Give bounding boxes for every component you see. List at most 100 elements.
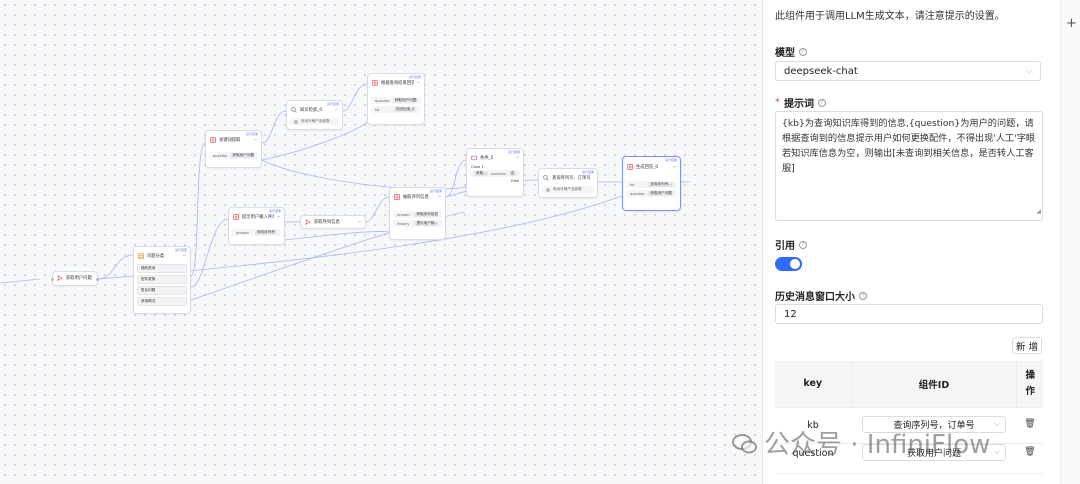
param-value: 获取用户问题	[648, 191, 673, 196]
param-value: 提示用户输…	[414, 221, 438, 226]
run-result-badge[interactable]: 运行结果	[664, 158, 677, 162]
history-size-input[interactable]: 12	[775, 304, 1043, 324]
node-get-serial[interactable]: 获取序列信息 ···	[300, 215, 366, 229]
category-item[interactable]: 售后问题	[137, 286, 187, 295]
help-icon[interactable]: ?	[799, 47, 807, 56]
param-key: answer	[236, 230, 249, 235]
run-result-badge[interactable]: 运行结果	[326, 102, 339, 106]
more-icon[interactable]: ···	[334, 107, 339, 113]
more-icon[interactable]: ···	[276, 214, 281, 220]
component-value: 查询序列号，订单号	[893, 420, 975, 431]
param-key: question	[375, 98, 390, 103]
watermark-text: 公众号 · InfiniFlow	[764, 430, 991, 460]
node-title: 提示用户输入序列号…	[242, 215, 274, 220]
prompt-label: * 提示词?	[775, 95, 826, 110]
param-value: 获取用户问题	[230, 153, 254, 158]
send-icon	[57, 275, 63, 281]
edge	[190, 142, 206, 277]
node-title: 获取用户问题	[66, 276, 92, 281]
quote-toggle[interactable]	[775, 257, 802, 271]
help-icon[interactable]: ?	[799, 240, 807, 249]
list-icon	[138, 253, 144, 259]
required-mark: *	[775, 97, 780, 108]
condition-value: 否	[508, 171, 516, 176]
model-value: deepseek-chat	[784, 65, 858, 77]
grid-icon	[372, 80, 378, 86]
run-result-badge[interactable]: 运行结果	[408, 75, 421, 79]
run-result-badge[interactable]: 运行结果	[429, 189, 442, 193]
flow-canvas[interactable]: 获取用户问题 运行结果 问题分类 ··· 随机查询 配件更换 售后问题 其他情况…	[0, 0, 762, 484]
help-icon[interactable]: ?	[818, 98, 826, 107]
resize-handle-icon[interactable]: ◢	[1036, 208, 1041, 215]
edge	[342, 83, 368, 112]
prompt-textarea[interactable]: {kb}为查询知识库得到的信息,{question}为用户的问题，请根据查询到的…	[775, 111, 1043, 221]
node-title: 关键词提取	[219, 138, 241, 143]
model-select[interactable]: deepseek-chat⌵	[775, 61, 1041, 81]
prompt-label-text: 提示词	[784, 99, 814, 110]
param-value: 获取用户问题	[392, 98, 417, 103]
edge	[261, 119, 371, 161]
else-label: Else	[511, 178, 519, 183]
edge	[284, 231, 390, 241]
edge	[261, 110, 287, 144]
component-select[interactable]: 查询序列号，订单号⌵	[861, 415, 1006, 433]
history-label-text: 历史消息窗口大小	[775, 292, 855, 303]
kb-tag: 电动牙刷产品参数	[553, 187, 582, 191]
node-query[interactable]: 运行结果 查询序列号、订单号 电动牙刷产品参数	[538, 168, 598, 198]
category-item[interactable]: 其他情况	[137, 297, 187, 306]
condition-key: 获取…	[474, 171, 488, 176]
more-icon[interactable]: ···	[437, 194, 442, 200]
more-icon[interactable]: ···	[253, 137, 258, 143]
wechat-icon	[732, 432, 758, 454]
category-item[interactable]: 配件更换	[137, 275, 187, 284]
node-categorize[interactable]: 运行结果 问题分类 ··· 随机查询 配件更换 售后问题 其他情况	[133, 246, 191, 314]
edge	[261, 159, 467, 190]
delete-icon[interactable]: 🗑	[1024, 418, 1036, 429]
run-result-badge[interactable]: 运行结果	[174, 248, 187, 252]
delete-icon[interactable]: 🗑	[1024, 446, 1036, 457]
edge	[190, 218, 229, 288]
column-header-action: 操作	[1016, 361, 1043, 408]
help-icon[interactable]: ?	[859, 291, 867, 300]
add-variable-button[interactable]: 新 增	[1012, 337, 1042, 354]
component-select[interactable]: 获取用户问题⌵	[861, 443, 1006, 461]
param-key: question	[213, 153, 228, 158]
node-title: 根据查询结果回答	[381, 81, 414, 86]
grid-icon	[233, 214, 239, 220]
kb-tag: 电动牙刷产品参数	[301, 119, 330, 123]
node-title: 知识检索_0	[300, 108, 323, 113]
more-icon[interactable]: ···	[672, 164, 677, 170]
run-result-badge[interactable]: 运行结果	[245, 132, 258, 136]
run-result-badge[interactable]: 运行结果	[507, 150, 520, 154]
model-label-text: 模型	[775, 48, 795, 59]
run-result-badge[interactable]: 运行结果	[581, 170, 594, 174]
param-key: kb	[630, 182, 635, 187]
history-label: 历史消息窗口大小?	[775, 288, 867, 303]
node-title: 条件_0	[480, 156, 494, 161]
more-icon[interactable]: ···	[182, 253, 187, 259]
node-retrieval[interactable]: 运行结果 知识检索_0 ··· 电动牙刷产品参数	[286, 100, 343, 130]
more-icon[interactable]: ···	[515, 155, 520, 161]
chevron-down-icon: ⌵	[993, 447, 1000, 456]
param-key: question	[630, 191, 646, 196]
search-icon	[543, 175, 549, 181]
more-icon[interactable]: ···	[357, 219, 362, 225]
run-result-badge[interactable]: 运行结果	[268, 209, 281, 213]
quote-label-text: 引用	[775, 241, 795, 252]
category-item[interactable]: 随机查询	[137, 264, 187, 273]
param-value: 知识检索_0	[394, 107, 417, 112]
node-title: 查询序列号、订单号	[552, 176, 591, 181]
add-icon[interactable]: +	[1066, 16, 1077, 31]
model-label: 模型?	[775, 44, 807, 59]
toggle-knob	[790, 259, 800, 269]
search-icon	[291, 107, 297, 113]
node-begin[interactable]: 获取用户问题	[51, 271, 99, 286]
node-title: 获取序列信息	[314, 220, 340, 225]
more-icon[interactable]: ···	[416, 80, 421, 86]
